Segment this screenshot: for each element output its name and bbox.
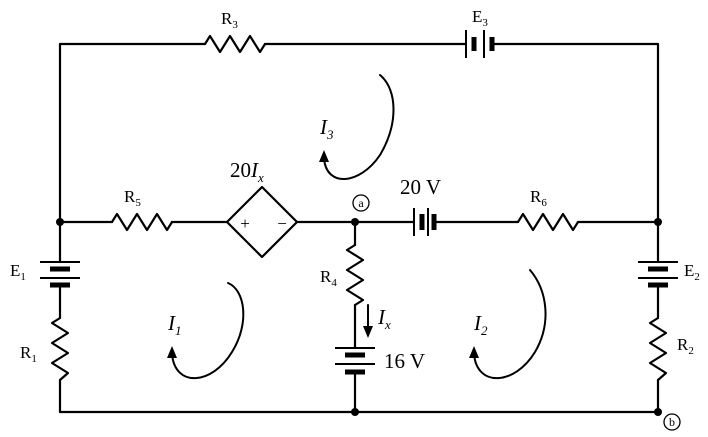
label-r1: R1 — [20, 343, 37, 365]
label-dependent-source: 20Ix — [230, 158, 264, 185]
dependent-source-diamond: + − — [225, 185, 299, 259]
label-i1: I1 — [167, 311, 182, 338]
junction-bottom-center — [351, 408, 359, 416]
label-r3: R3 — [221, 9, 238, 31]
label-i2: I2 — [473, 311, 488, 338]
label-r5: R5 — [124, 187, 141, 209]
resistor-r4 — [345, 243, 365, 307]
loop-current-i2 — [469, 269, 547, 380]
svg-text:b: b — [669, 415, 675, 429]
resistor-r1 — [50, 316, 70, 382]
label-r4: R4 — [320, 267, 337, 289]
label-r2: R2 — [677, 335, 694, 357]
dep-source-plus: + — [240, 214, 250, 233]
resistor-r6 — [516, 212, 580, 232]
node-b-label: b — [663, 413, 681, 431]
node-a-label: a — [352, 194, 370, 212]
label-e2: E2 — [684, 261, 700, 283]
battery-e1 — [40, 261, 80, 288]
label-20v: 20 V — [400, 175, 441, 199]
battery-e3 — [465, 30, 495, 58]
label-i3: I3 — [319, 115, 334, 142]
battery-e2 — [638, 261, 678, 288]
label-ix: Ix — [377, 305, 391, 332]
junction-left — [56, 218, 64, 226]
resistor-r2 — [648, 316, 668, 382]
junction-b — [654, 408, 662, 416]
resistor-r5 — [110, 212, 174, 232]
junction-a — [351, 218, 359, 226]
label-r6: R6 — [530, 187, 547, 209]
label-e1: E1 — [10, 261, 26, 283]
battery-20v — [413, 208, 437, 236]
junction-right — [654, 218, 662, 226]
loop-current-i1 — [167, 282, 245, 380]
battery-16v — [335, 347, 375, 375]
label-e3: E3 — [472, 7, 488, 29]
resistor-r3 — [203, 34, 267, 54]
svg-text:a: a — [358, 196, 364, 210]
ix-arrow — [363, 304, 373, 338]
loop-current-i3 — [319, 74, 395, 181]
dep-source-minus: − — [277, 214, 287, 233]
label-16v: 16 V — [384, 349, 425, 373]
